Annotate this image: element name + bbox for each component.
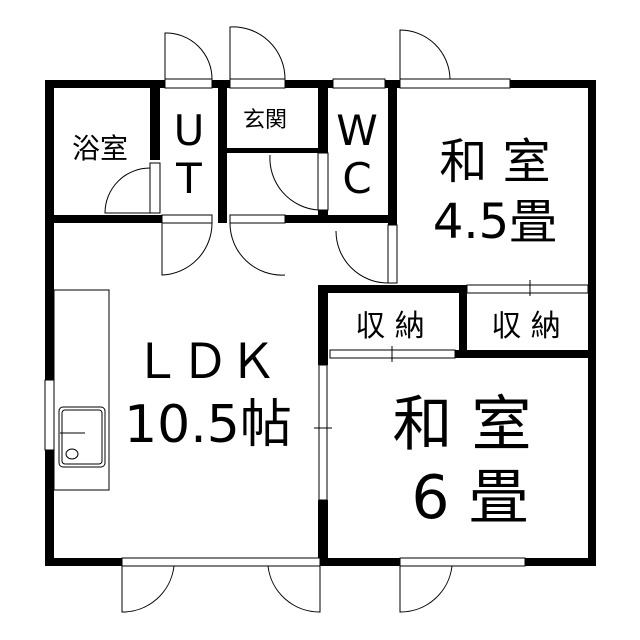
kitchen-counter: [53, 289, 110, 491]
doors: [44, 26, 589, 613]
room-label-entrance: 玄関: [243, 108, 287, 133]
walls: [45, 80, 596, 566]
room-label-utility-bottom: T: [175, 154, 202, 203]
room-label-washitsu-large-size: 6 畳: [411, 463, 528, 533]
room-label-washitsu-small-size: 4.5畳: [433, 194, 557, 250]
room-label-storage-right: 収 納: [491, 309, 561, 344]
room-label-ldk-size: 10.5帖: [124, 395, 292, 455]
room-label-washitsu-small-top: 和 室: [439, 134, 550, 190]
room-label-bath: 浴室: [72, 132, 128, 165]
room-label-washitsu-large-top: 和 室: [392, 390, 531, 460]
room-label-toilet-top: W: [336, 106, 378, 155]
room-label-utility-top: U: [174, 106, 205, 155]
room-label-storage-left: 収 納: [355, 309, 425, 344]
drain-icon: [65, 448, 79, 460]
room-label-ldk: ＬＤＫ: [133, 334, 277, 390]
room-label-toilet-bottom: C: [342, 154, 371, 203]
